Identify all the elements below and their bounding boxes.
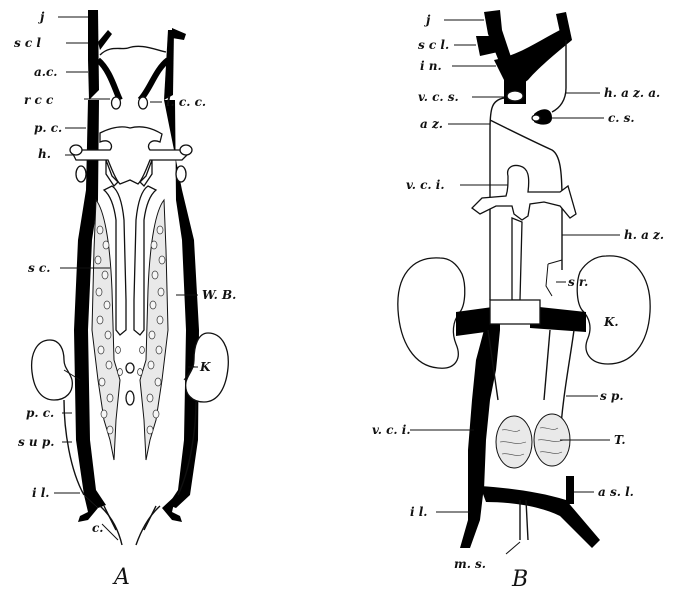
a-label-lcc: l. c. c.: [166, 95, 206, 109]
a-label-c: c.: [92, 521, 103, 535]
b-label-az: a z.: [420, 117, 443, 131]
b-caption: B: [511, 567, 528, 592]
b-right-iliac-up: [566, 476, 574, 504]
a-rcc-ring: [112, 97, 121, 109]
a-label-sup: s u p.: [18, 435, 54, 449]
b-label-k: K.: [603, 315, 619, 329]
a-caudal-right: [136, 506, 160, 545]
a-label-scl: s c l: [14, 36, 41, 50]
a-hepatic-right-end: [180, 145, 192, 155]
a-label-k: K: [199, 360, 211, 374]
b-left-kidney: [398, 258, 465, 368]
a-left-subclavian: [98, 30, 112, 50]
b-label-haza: h. a z. a.: [604, 86, 660, 100]
b-renal-connection: [490, 300, 540, 324]
b-label-in: i n.: [420, 59, 442, 73]
b-label-vci2: v. c. i.: [372, 423, 411, 437]
a-right-jugular-tip: [172, 28, 186, 40]
b-label-sr: s r.: [568, 275, 588, 289]
a-label-rcc: r c c: [24, 93, 54, 107]
a-hepatic-left-end: [70, 145, 82, 155]
a-label-wb: W. B.: [202, 288, 236, 302]
a-label-ac: a.c.: [34, 65, 57, 79]
a-right-posterior-cardinal: [164, 100, 199, 508]
b-median-sacral: [520, 500, 528, 540]
b-label-scl: s c l.: [418, 38, 449, 52]
a-lcc-ring: [139, 97, 148, 109]
b-suprarenal: [548, 260, 562, 264]
b-label-cs: c. s.: [608, 111, 635, 125]
a-label-h: h.: [38, 147, 51, 161]
b-right-kidney: [577, 256, 650, 364]
a-hepatic-left-lower: [76, 166, 86, 182]
a-caption: A: [112, 565, 130, 590]
a-left-anterior-cardinal: [98, 60, 120, 100]
a-label-j: j: [38, 10, 45, 24]
b-cross-iliac: [480, 486, 600, 548]
a-left-jugular: [88, 10, 99, 100]
a-anastomosis: [100, 46, 166, 55]
a-caudal-inner: [104, 506, 156, 530]
a-central-opening-2: [126, 391, 134, 405]
b-label-il: i l.: [410, 505, 427, 519]
a-label-sc: s c.: [28, 261, 50, 275]
b-subclavian: [476, 36, 498, 56]
b-label-vcs: v. c. s.: [418, 90, 459, 104]
b-vci-main: [468, 330, 500, 500]
a-right-anterior-cardinal: [140, 60, 168, 100]
a-label-pc2: p. c.: [26, 406, 54, 420]
b-label-j: j: [424, 13, 431, 27]
figure-b: j s c l. i n. v. c. s. a z. h. a z. a. c…: [372, 10, 664, 592]
b-cs-opening: [532, 115, 540, 121]
a-hepatic-right-lower: [176, 166, 186, 182]
a-label-il: i l.: [32, 486, 49, 500]
figure-a: j s c l a.c. r c c l. c. c. p. c. h. s c…: [14, 10, 236, 590]
a-left-kidney: [32, 340, 73, 400]
b-label-asl: a s. l.: [598, 485, 634, 499]
b-vci-tube: [512, 218, 522, 300]
b-vcs-opening: [507, 91, 523, 101]
b-label-vci1: v. c. i.: [406, 178, 445, 192]
b-label-ms: m. s.: [454, 557, 486, 571]
b-suprarenal-2: [546, 264, 552, 296]
b-label-haz: h. a z.: [624, 228, 664, 242]
b-label-sp: s p.: [600, 389, 624, 403]
b-right-spermatic: [544, 330, 550, 400]
a-label-pc1: p. c.: [34, 121, 62, 135]
a-central-opening-1: [126, 363, 134, 373]
b-left-iliac: [460, 486, 484, 548]
b-label-t: T.: [614, 433, 626, 447]
